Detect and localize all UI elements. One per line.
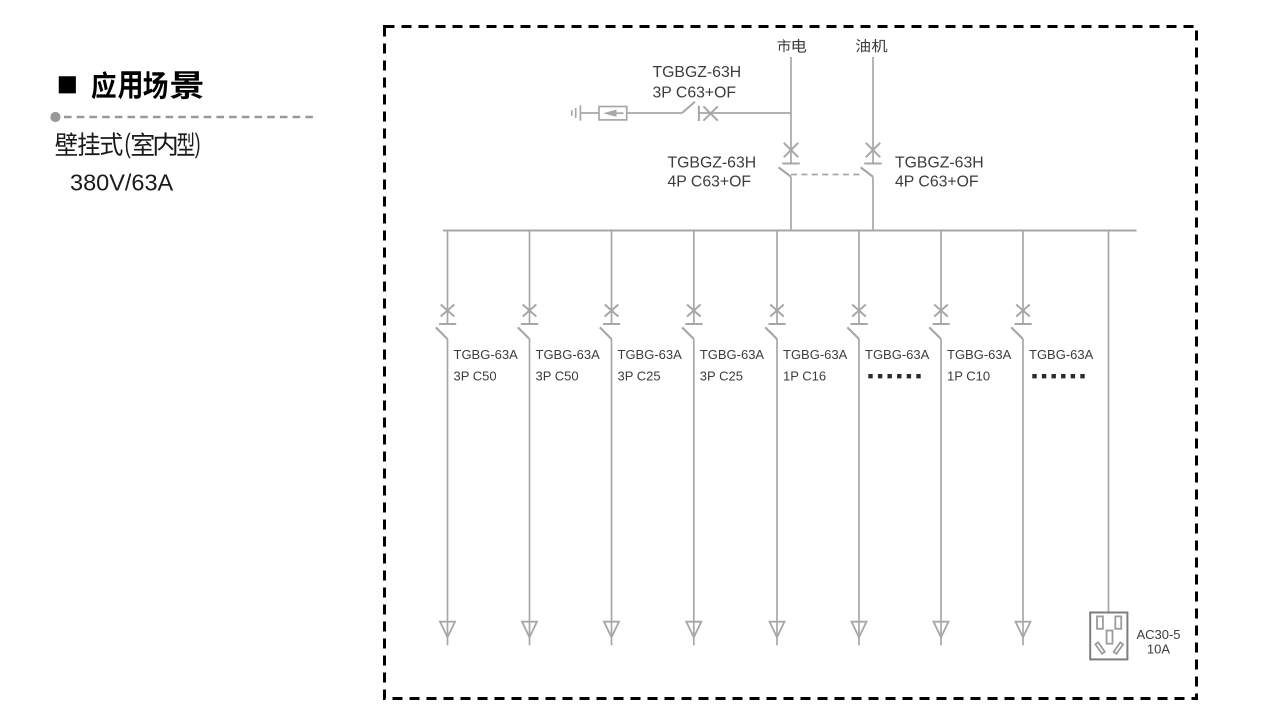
svg-text:TGBGZ-63H: TGBGZ-63H [895, 154, 984, 171]
svg-text:TGBGZ-63H: TGBGZ-63H [668, 154, 757, 171]
svg-text:TGBG-63A: TGBG-63A [947, 347, 1012, 362]
svg-text:TGBG-63A: TGBG-63A [454, 347, 519, 362]
svg-text:1P C10: 1P C10 [947, 369, 990, 384]
svg-text:3P C25: 3P C25 [700, 369, 743, 384]
svg-text:4P C63+OF: 4P C63+OF [895, 174, 979, 191]
svg-text:3P C63+OF: 3P C63+OF [653, 84, 737, 101]
svg-text:TGBG-63A: TGBG-63A [618, 347, 683, 362]
svg-text:380V/63A: 380V/63A [70, 170, 174, 196]
svg-text:AC30-5: AC30-5 [1136, 627, 1180, 642]
svg-text:TGBG-63A: TGBG-63A [865, 347, 930, 362]
svg-text:3P C25: 3P C25 [618, 369, 661, 384]
svg-text:TGBG-63A: TGBG-63A [536, 347, 601, 362]
svg-text:TGBG-63A: TGBG-63A [700, 347, 765, 362]
svg-text:3P C50: 3P C50 [454, 369, 497, 384]
svg-text:4P C63+OF: 4P C63+OF [668, 174, 752, 191]
svg-text:TGBGZ-63H: TGBGZ-63H [653, 64, 742, 81]
svg-text:TGBG-63A: TGBG-63A [783, 347, 848, 362]
svg-text:TGBG-63A: TGBG-63A [1029, 347, 1094, 362]
svg-text:1P C16: 1P C16 [783, 369, 826, 384]
svg-text:10A: 10A [1147, 642, 1170, 657]
svg-text:3P C50: 3P C50 [536, 369, 579, 384]
